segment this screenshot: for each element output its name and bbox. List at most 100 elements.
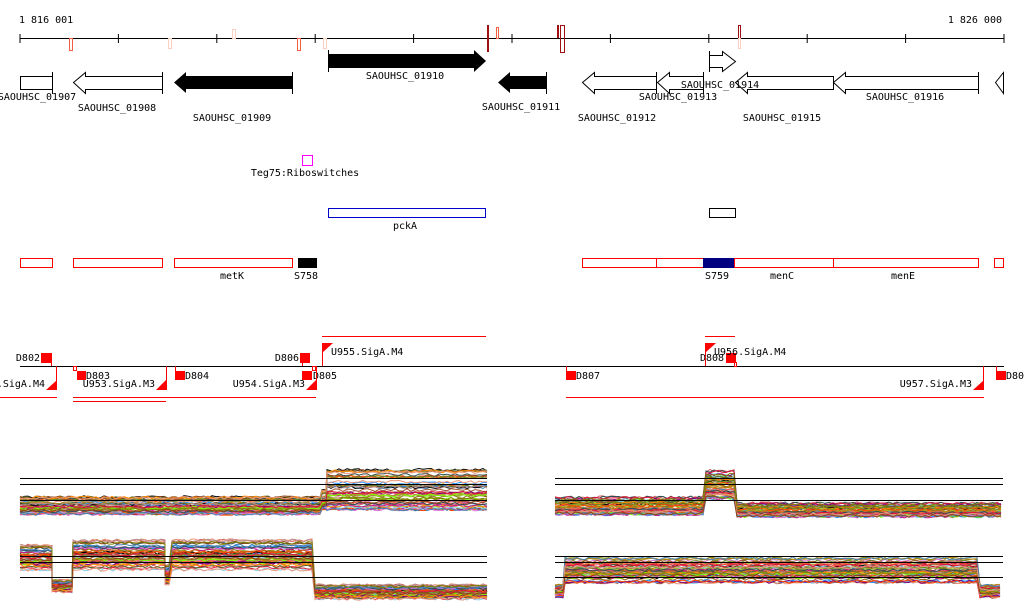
feature-S758[interactable] bbox=[298, 258, 317, 268]
gene-SAOUHSC_01912[interactable] bbox=[581, 71, 657, 95]
ruler-mark[interactable] bbox=[69, 38, 73, 51]
gene-SAOUHSC_01911[interactable] bbox=[498, 72, 547, 94]
gene-SAOUHSC_01913[interactable] bbox=[656, 71, 704, 95]
gene-label: SAOUHSC_01916 bbox=[866, 92, 944, 103]
expression-profile-line bbox=[554, 481, 1002, 512]
expression-profile-line bbox=[19, 485, 488, 507]
terminator-D804[interactable]: D804 bbox=[175, 366, 209, 382]
gene-label: SAOUHSC_01912 bbox=[578, 113, 656, 124]
gene-SAOUHSC_01914[interactable] bbox=[709, 50, 737, 73]
operon-track: pckA bbox=[328, 208, 736, 232]
expression-profile-line bbox=[19, 540, 488, 589]
feature-box[interactable] bbox=[994, 258, 1004, 268]
feature-menE[interactable] bbox=[833, 258, 979, 268]
expression-profile-line bbox=[19, 470, 488, 500]
ruler-mark[interactable] bbox=[323, 38, 327, 49]
expression-profile-line bbox=[554, 478, 1002, 511]
svg-text:D807: D807 bbox=[576, 371, 600, 382]
operon-label: pckA bbox=[393, 221, 417, 232]
expression-profile-line bbox=[554, 492, 1002, 517]
feature-box[interactable] bbox=[20, 258, 53, 268]
terminator-D802[interactable]: D802 bbox=[16, 353, 52, 366]
expression-profile-line bbox=[554, 579, 1001, 598]
feature-metK[interactable] bbox=[174, 258, 293, 268]
promoter-U953[interactable]: U953.SigA.M3 bbox=[83, 366, 167, 390]
ruler-mark[interactable] bbox=[557, 25, 559, 38]
expression-profile-line bbox=[554, 565, 1001, 592]
feature-track: metK S758 S759 menC menE bbox=[20, 258, 1004, 282]
svg-text:D809: D809 bbox=[1006, 371, 1024, 382]
svg-text:D808: D808 bbox=[700, 353, 724, 364]
promoter-U952[interactable]: .SigA.M4 bbox=[0, 366, 57, 390]
expression-profile-line bbox=[554, 580, 1001, 599]
expression-profile-line bbox=[554, 490, 1002, 515]
expression-panel-top-left bbox=[19, 467, 488, 516]
feature-menC[interactable] bbox=[734, 258, 834, 268]
svg-text:D803: D803 bbox=[86, 371, 110, 382]
expression-profile-line bbox=[554, 559, 1001, 589]
promoter-U954[interactable]: U954.SigA.M3 bbox=[233, 366, 317, 390]
feature-label: S759 bbox=[705, 271, 729, 282]
svg-text:U955.SigA.M4: U955.SigA.M4 bbox=[331, 347, 403, 358]
feature-label: menE bbox=[891, 271, 915, 282]
svg-text:D804: D804 bbox=[185, 371, 209, 382]
terminator-D808[interactable]: D808 bbox=[700, 353, 737, 367]
terminator-D809[interactable]: D809 bbox=[996, 366, 1024, 382]
terminator-D806[interactable]: D806 bbox=[275, 353, 310, 366]
terminator-D807[interactable]: D807 bbox=[566, 366, 600, 382]
feature-S759[interactable] bbox=[703, 258, 734, 268]
gene-label: SAOUHSC_01911 bbox=[482, 102, 560, 113]
expression-profile-line bbox=[19, 479, 488, 505]
gene-SAOUHSC_01908[interactable] bbox=[72, 71, 163, 95]
feature-label: S758 bbox=[294, 271, 318, 282]
riboswitch-feature[interactable] bbox=[302, 155, 313, 166]
promoter-U955[interactable]: U955.SigA.M4 bbox=[322, 343, 403, 366]
promoter-track: D802 D803 D804 D805 D806 D807 D808 D809 bbox=[0, 336, 1024, 402]
ruler-end-label: 1 826 000 bbox=[948, 15, 1002, 26]
gene-SAOUHSC_01910[interactable] bbox=[328, 50, 486, 72]
riboswitch-track: Teg75:Riboswitches bbox=[251, 155, 359, 179]
ruler-mark[interactable] bbox=[496, 27, 499, 39]
expression-panel-top-right bbox=[554, 468, 1003, 519]
feature-box[interactable] bbox=[582, 258, 657, 268]
ruler-mark[interactable] bbox=[168, 38, 172, 49]
expression-panel-bottom-left bbox=[19, 538, 488, 601]
operon-feature[interactable] bbox=[709, 208, 736, 218]
ruler-mark[interactable] bbox=[232, 29, 236, 39]
ruler-mark[interactable] bbox=[738, 25, 741, 39]
promoter-U956[interactable]: U956.SigA.M4 bbox=[705, 343, 786, 366]
feature-box[interactable] bbox=[656, 258, 704, 268]
terminator-D803[interactable]: D803 bbox=[73, 366, 111, 383]
expression-profile-line bbox=[19, 556, 488, 596]
ruler: 1 816 001 1 826 000 bbox=[19, 15, 1005, 53]
promoter-U957[interactable]: U957.SigA.M3 bbox=[900, 366, 984, 390]
svg-text:D806: D806 bbox=[275, 353, 299, 364]
expression-profile-line bbox=[554, 573, 1001, 595]
expression-profile-line bbox=[19, 562, 488, 599]
ruler-mark[interactable] bbox=[487, 25, 489, 52]
expression-profile-line bbox=[555, 574, 1001, 596]
gene-SAOUHSC_01909[interactable] bbox=[174, 72, 293, 94]
ruler-mark[interactable] bbox=[738, 38, 741, 49]
gene-SAOUHSC_01907[interactable] bbox=[20, 72, 53, 94]
gene-partial[interactable] bbox=[994, 71, 1004, 96]
expression-panel-bottom-right bbox=[554, 556, 1003, 599]
ruler-start-label: 1 816 001 bbox=[19, 15, 73, 26]
svg-text:D802: D802 bbox=[16, 353, 40, 364]
feature-box[interactable] bbox=[73, 258, 163, 268]
ruler-mark[interactable] bbox=[297, 38, 301, 51]
gene-label: SAOUHSC_01915 bbox=[743, 113, 821, 124]
ruler-mark[interactable] bbox=[560, 25, 565, 53]
gene-SAOUHSC_01916[interactable] bbox=[832, 71, 979, 95]
gene-label: SAOUHSC_01909 bbox=[193, 113, 271, 124]
expression-profile-line bbox=[554, 556, 1001, 588]
gene-label: SAOUHSC_01910 bbox=[366, 71, 444, 82]
operon-pckA[interactable] bbox=[328, 208, 486, 218]
expression-profile-line bbox=[19, 484, 488, 506]
gene-track bbox=[20, 50, 1004, 96]
expression-profile-line bbox=[19, 499, 488, 513]
gene-label: SAOUHSC_01908 bbox=[78, 103, 156, 114]
expression-profile-line bbox=[554, 571, 1001, 594]
terminator-D805[interactable]: D805 bbox=[302, 366, 337, 383]
